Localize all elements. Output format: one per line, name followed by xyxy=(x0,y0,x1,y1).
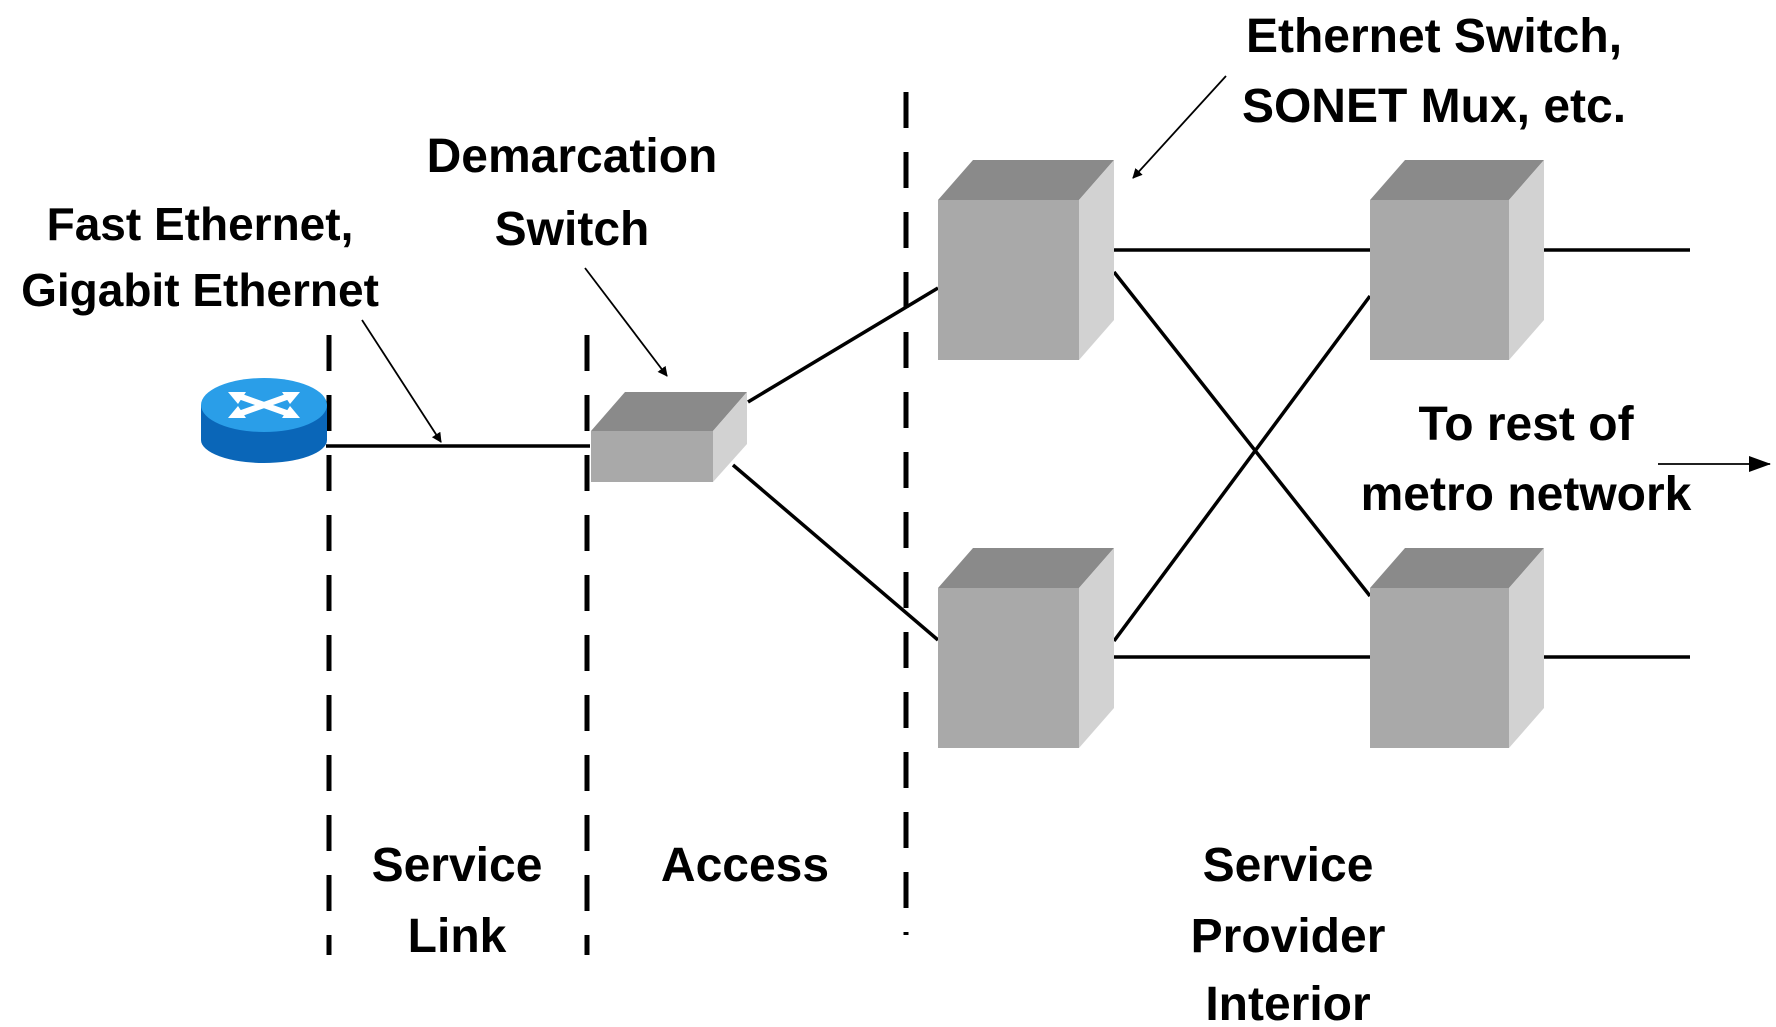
link-demarc-to-bottom-switch xyxy=(731,463,940,642)
demarc-switch-top xyxy=(591,392,747,431)
zone-label-interior-line1: Service xyxy=(1203,839,1374,892)
link-demarc-to-top-switch xyxy=(747,286,939,404)
router-icon xyxy=(201,378,327,463)
switch-icon-bottom-right xyxy=(1370,548,1544,748)
zone-label-interior-line3: Interior xyxy=(1205,978,1370,1027)
zone-label-service-link-line1: Service xyxy=(372,839,543,892)
zone-label-service-link-line2: Link xyxy=(408,910,507,963)
switch-icon-bottom-left xyxy=(938,548,1114,748)
zone-label-access: Access xyxy=(661,839,829,892)
link-top-left-to-bottom-right xyxy=(1112,270,1372,598)
switch-icon-top-right xyxy=(1370,160,1544,360)
link-bottom-left-to-top-right xyxy=(1112,294,1372,643)
label-ethernet-switch-line2: SONET Mux, etc. xyxy=(1242,80,1626,133)
pointer-demarcation-switch xyxy=(584,267,668,377)
demarc-switch-side xyxy=(713,392,747,482)
pointer-fast-ethernet xyxy=(361,319,442,443)
label-fast-ethernet-line1: Fast Ethernet, xyxy=(47,198,354,250)
label-to-rest-line1: To rest of xyxy=(1418,398,1634,451)
router-arrows-icon xyxy=(234,392,294,418)
switch-icon-top-left xyxy=(938,160,1114,360)
label-demarcation-line2: Switch xyxy=(495,203,650,256)
label-fast-ethernet-line2: Gigabit Ethernet xyxy=(21,264,379,316)
pointer-ethernet-switch xyxy=(1132,75,1227,179)
label-ethernet-switch-line1: Ethernet Switch, xyxy=(1246,10,1622,63)
zone-label-interior-line2: Provider xyxy=(1191,910,1386,963)
demarc-switch-front xyxy=(591,431,713,482)
label-to-rest-line2: metro network xyxy=(1361,468,1692,521)
demarcation-switch-icon xyxy=(591,392,747,482)
label-demarcation-line1: Demarcation xyxy=(427,130,718,183)
